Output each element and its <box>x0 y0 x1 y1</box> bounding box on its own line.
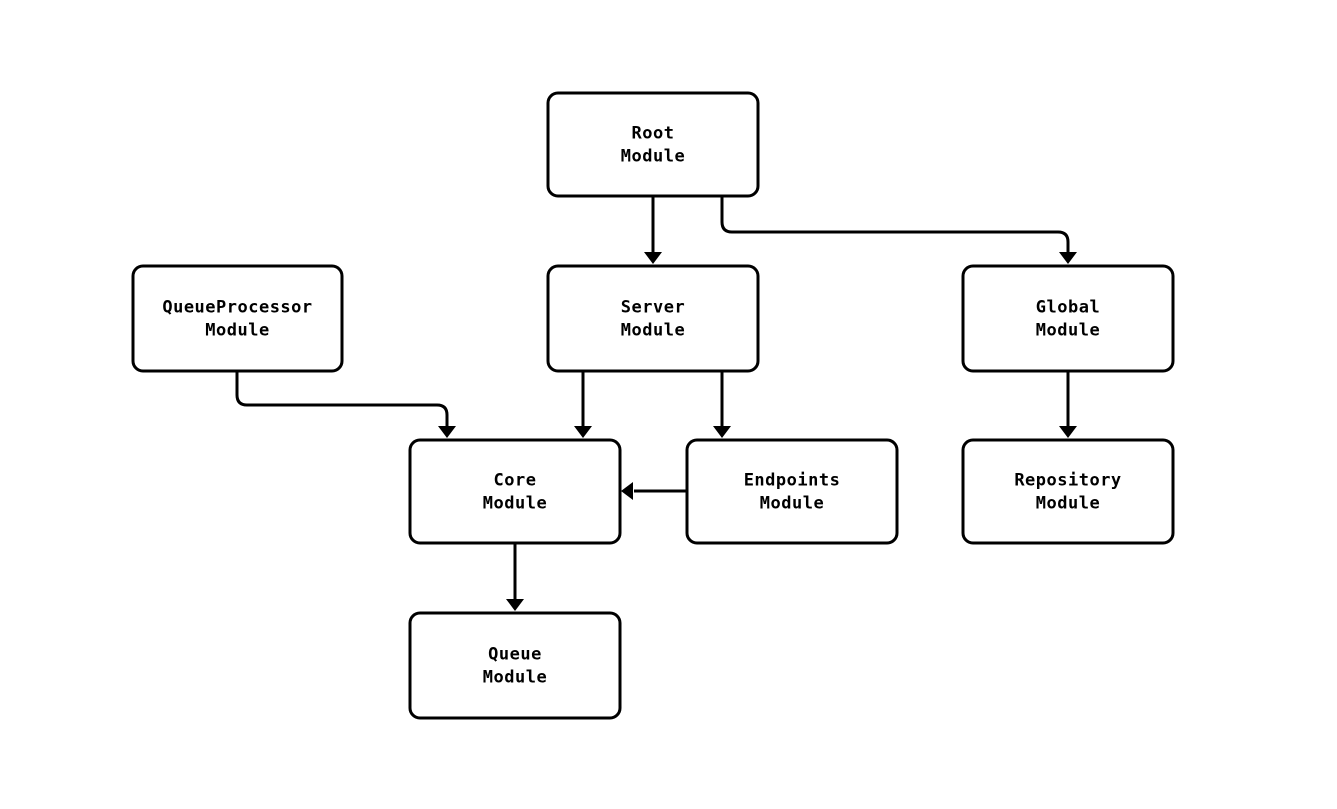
arrowhead-icon <box>1059 252 1077 264</box>
arrowhead-icon <box>506 599 524 611</box>
node-label-secondary: Module <box>483 494 547 514</box>
edge-endpoints-to-core <box>621 482 687 500</box>
node-label-secondary: Module <box>621 147 685 167</box>
nodes-layer: RootModuleQueueProcessorModuleServerModu… <box>131 91 1175 720</box>
edge-root-to-global <box>720 196 1077 264</box>
edge-root-to-server <box>644 196 662 264</box>
edge-server-to-endpoints <box>713 371 731 438</box>
edges-layer <box>235 196 1077 611</box>
node-box[interactable] <box>546 264 760 373</box>
node-box[interactable] <box>961 264 1175 373</box>
arrowhead-icon <box>438 426 456 438</box>
node-box[interactable] <box>408 438 622 545</box>
edge-server-to-core <box>574 371 592 438</box>
node-label-primary: Global <box>1036 298 1100 318</box>
node-label-secondary: Module <box>483 668 547 688</box>
node-box[interactable] <box>408 611 622 720</box>
edge-core-to-queue <box>506 543 524 611</box>
node-box[interactable] <box>961 438 1175 545</box>
arrowhead-icon <box>574 426 592 438</box>
edge-global-to-repository <box>1059 371 1077 438</box>
node-box[interactable] <box>131 264 344 373</box>
edge-queueprocessor-to-core <box>235 371 456 438</box>
arrowhead-icon <box>713 426 731 438</box>
arrowhead-icon <box>1059 426 1077 438</box>
node-label-secondary: Module <box>1036 321 1100 341</box>
node-box[interactable] <box>685 438 899 545</box>
edge-line <box>720 196 1070 252</box>
arrowhead-icon <box>621 482 633 500</box>
edge-line <box>235 371 449 426</box>
node-label-primary: Root <box>632 124 675 144</box>
node-label-secondary: Module <box>205 321 269 341</box>
node-label-primary: Queue <box>488 645 542 665</box>
node-label-primary: QueueProcessor <box>162 298 312 318</box>
node-label-secondary: Module <box>621 321 685 341</box>
node-box[interactable] <box>546 91 760 198</box>
node-label-primary: Repository <box>1014 471 1121 491</box>
node-label-secondary: Module <box>760 494 824 514</box>
node-label-secondary: Module <box>1036 494 1100 514</box>
arrowhead-icon <box>644 252 662 264</box>
node-label-primary: Server <box>621 298 685 318</box>
node-label-primary: Core <box>494 471 537 491</box>
node-label-primary: Endpoints <box>744 471 841 491</box>
